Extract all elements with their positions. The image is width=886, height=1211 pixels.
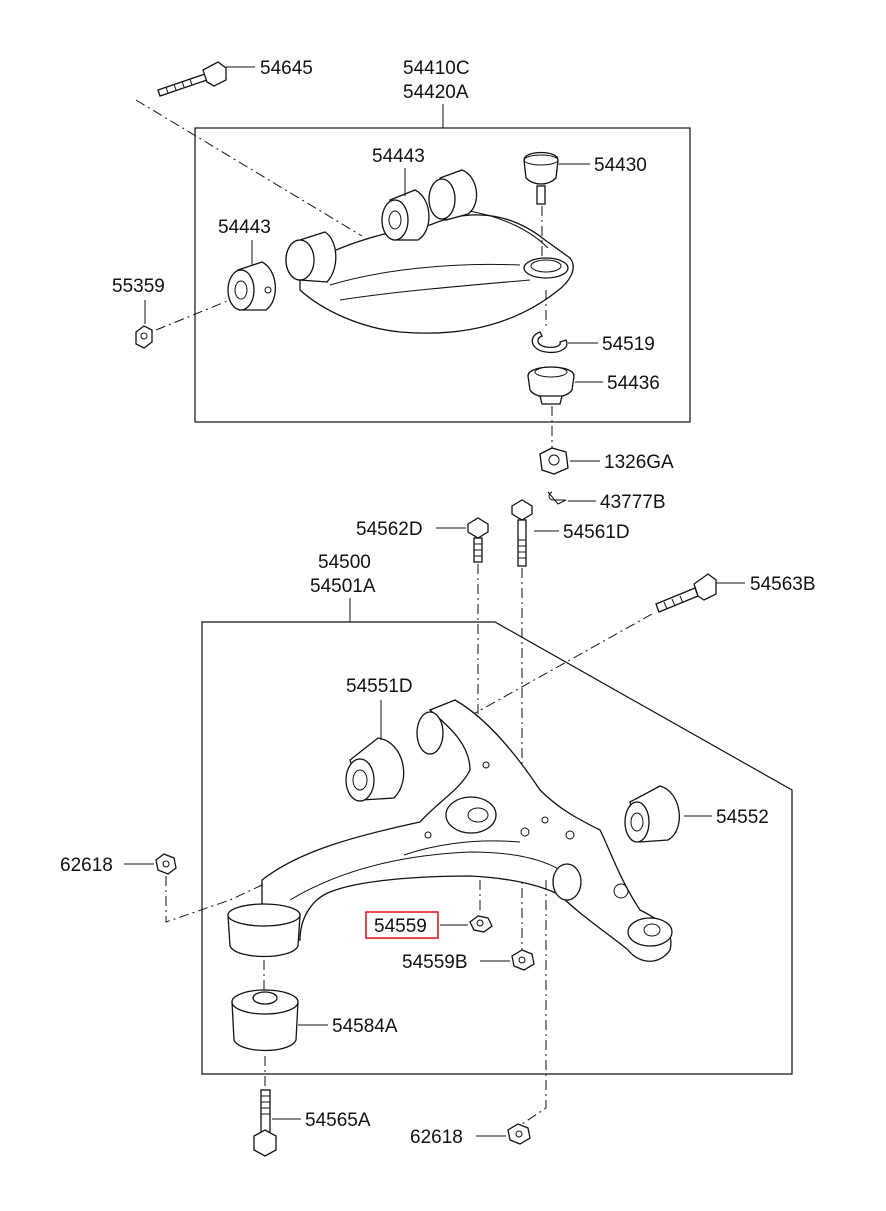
highlight-box-54559 (365, 911, 439, 939)
bolt-54563b-part (655, 573, 717, 613)
bolt-54565a-part (253, 1089, 277, 1157)
cotter-pin-43777b-part (547, 491, 567, 505)
bolt-54645-part (157, 61, 227, 97)
nut-1326ga-part (539, 447, 569, 475)
bushing-54552-part (624, 785, 680, 843)
nut-62618-bottom-part (507, 1123, 531, 1145)
label-54561d: 54561D (563, 522, 630, 543)
upper-control-arm (285, 169, 574, 334)
label-54519: 54519 (602, 334, 655, 355)
label-54501a: 54501A (310, 576, 376, 597)
label-1326ga: 1326GA (604, 452, 674, 473)
ball-joint-54430-part (523, 151, 559, 205)
label-54552: 54552 (716, 807, 769, 828)
label-62618-left: 62618 (60, 855, 113, 876)
dust-cover-54436-part (527, 366, 575, 405)
label-54436: 54436 (607, 373, 660, 394)
label-54562d: 54562D (356, 519, 423, 540)
bushing-54443-left-part (227, 261, 277, 311)
label-54563b: 54563B (750, 574, 816, 595)
lower-arm-frame (201, 621, 793, 1075)
label-54500: 54500 (318, 552, 371, 573)
bushing-54443-upper-part (381, 189, 430, 241)
label-54420a: 54420A (403, 82, 469, 103)
snap-ring-54519-part (531, 331, 568, 354)
label-54443-top: 54443 (372, 146, 425, 167)
label-54430: 54430 (594, 155, 647, 176)
nut-55359-part (135, 325, 153, 349)
label-54584a: 54584A (332, 1016, 398, 1037)
label-54645: 54645 (260, 58, 313, 79)
label-54443-left: 54443 (218, 217, 271, 238)
label-55359: 55359 (112, 276, 165, 297)
label-54410c: 54410C (403, 58, 470, 79)
nut-62618-left-part (155, 853, 177, 875)
lower-control-arm (261, 699, 673, 962)
nut-54559b-part (511, 949, 535, 971)
label-54559: 54559 (374, 916, 427, 937)
label-54551d: 54551D (346, 676, 413, 697)
bushing-54584a-part (231, 989, 299, 1052)
bushing-54551d-part (345, 737, 405, 802)
label-54559b: 54559B (402, 952, 468, 973)
label-62618-bottom: 62618 (410, 1127, 463, 1148)
bolt-54562d-part (467, 517, 489, 563)
label-43777b: 43777B (600, 492, 666, 513)
label-54565a: 54565A (305, 1110, 371, 1131)
bolt-54561d-part (511, 499, 533, 567)
nut-54559-part (469, 915, 493, 933)
sleeve-upper-part (227, 903, 301, 958)
